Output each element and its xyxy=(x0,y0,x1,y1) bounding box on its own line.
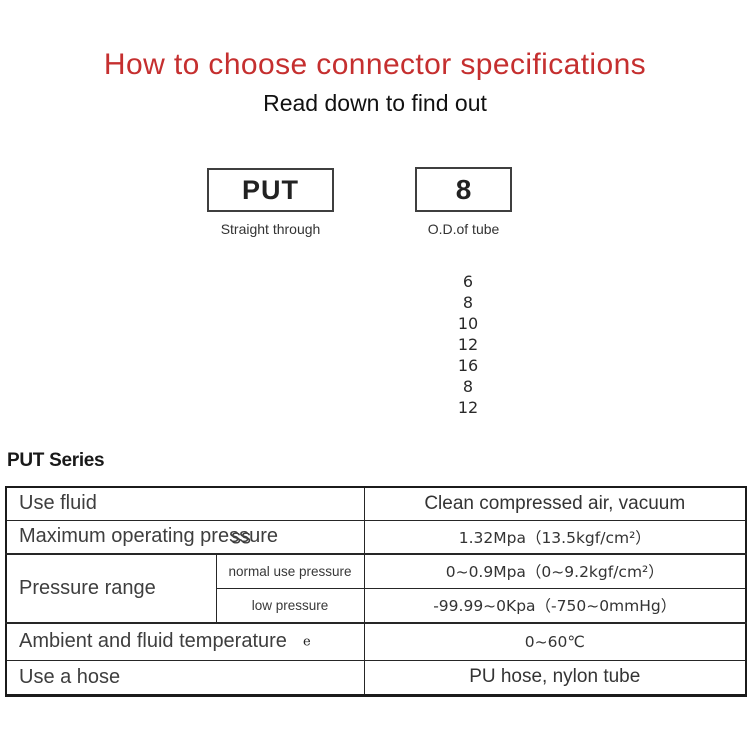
spec-sublabel-normal-pressure: normal use pressure xyxy=(215,553,365,589)
size-option: 16 xyxy=(457,356,479,375)
spec-label-use-fluid: Use fluid xyxy=(5,486,365,521)
spec-label-temperature: Ambient and fluid temperature e xyxy=(5,622,365,661)
spec-value-normal-pressure: 0~0.9Mpa（0~9.2kgf/cm²） xyxy=(363,553,747,589)
size-option-list: 6 8 10 12 16 8 12 xyxy=(418,271,518,418)
spec-row-normal-pressure: Pressure range normal use pressure 0~0.9… xyxy=(5,553,747,624)
spec-row-max-pressure: Maximum operating pressure ss 1.32Mpa（13… xyxy=(5,519,747,555)
model-code-label: PUT xyxy=(242,174,299,205)
size-code-caption: O.D.of tube xyxy=(427,221,500,237)
spec-row-low-pressure: low pressure -99.99~0Kpa（-750~0mmHg） xyxy=(6,587,747,624)
spec-label-pressure-range: Pressure range xyxy=(5,553,217,624)
page-subtitle: Read down to find out xyxy=(263,90,487,116)
spec-row-use-fluid: Use fluid Clean compressed air, vacuum xyxy=(5,486,747,521)
spec-value-hose: PU hose, nylon tube xyxy=(363,659,747,696)
spec-sublabel-low-pressure: low pressure xyxy=(215,587,365,624)
page-title: How to choose connector specifications xyxy=(103,48,647,81)
model-code-caption: Straight through xyxy=(220,221,321,237)
spec-row-temperature: Ambient and fluid temperature e 0~60℃ xyxy=(5,622,747,661)
print-overlap-artifact: ss xyxy=(231,526,251,549)
size-option: 12 xyxy=(457,335,479,354)
spec-value-max-pressure: 1.32Mpa（13.5kgf/cm²） xyxy=(363,519,747,555)
spec-value-low-pressure: -99.99~0Kpa（-750~0mmHg） xyxy=(363,587,747,624)
model-code-box: PUT xyxy=(207,168,334,212)
spec-label-hose: Use a hose xyxy=(5,659,365,696)
spec-table: Use fluid Clean compressed air, vacuum M… xyxy=(5,486,747,697)
spec-value-temperature: 0~60℃ xyxy=(363,622,747,661)
spec-label-temperature-text: Ambient and fluid temperature xyxy=(19,630,287,653)
size-option: 10 xyxy=(457,314,479,333)
stray-glyph-artifact: e xyxy=(303,634,311,650)
size-code-box: 8 xyxy=(415,167,512,212)
spec-label-max-pressure-text: Maximum operating pressure xyxy=(19,525,278,548)
size-code-label: 8 xyxy=(455,173,472,205)
size-option: 6 xyxy=(462,272,474,291)
size-option: 8 xyxy=(462,293,474,312)
spec-label-max-pressure: Maximum operating pressure ss xyxy=(5,519,365,555)
spec-row-hose: Use a hose PU hose, nylon tube xyxy=(5,659,747,696)
size-option: 8 xyxy=(462,377,474,396)
size-option: 12 xyxy=(457,398,479,417)
spec-value-use-fluid: Clean compressed air, vacuum xyxy=(363,486,747,521)
series-heading: PUT Series xyxy=(7,450,105,471)
